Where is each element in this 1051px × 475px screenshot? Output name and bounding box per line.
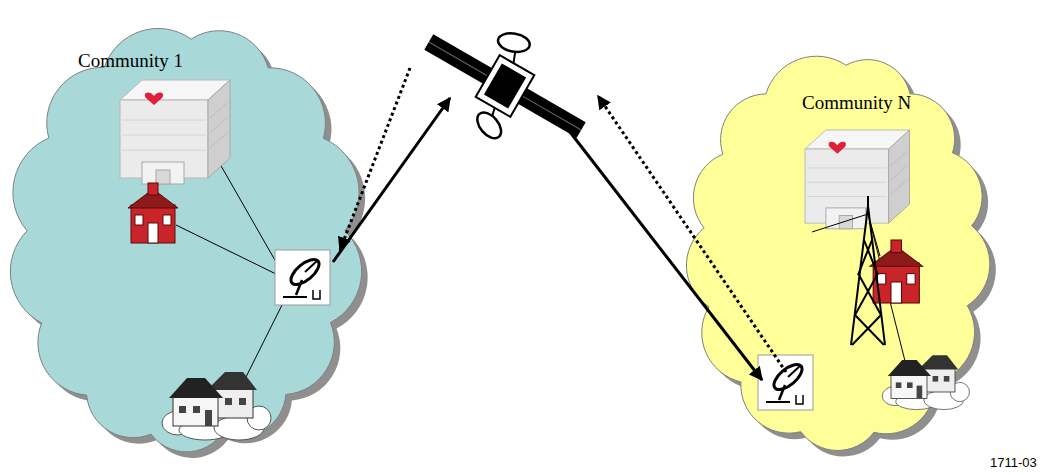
satellite <box>429 42 581 130</box>
community-name: Community N <box>802 92 911 114</box>
community-cloud: Community N <box>676 38 1006 472</box>
satellite <box>476 55 535 117</box>
figure-number: 1711-03 <box>990 455 1037 470</box>
satellite <box>490 108 496 117</box>
community-cloud: Community 1 <box>0 12 378 472</box>
satellite <box>401 0 609 178</box>
satellite <box>484 63 526 108</box>
satellite <box>497 31 532 54</box>
satellite <box>424 34 585 138</box>
community-name: Community 1 <box>78 50 183 72</box>
satellite <box>510 53 518 64</box>
cloud-fill <box>10 28 361 451</box>
satellite <box>473 108 506 143</box>
cloud-fill <box>686 56 989 450</box>
cloud-outline <box>0 12 378 472</box>
